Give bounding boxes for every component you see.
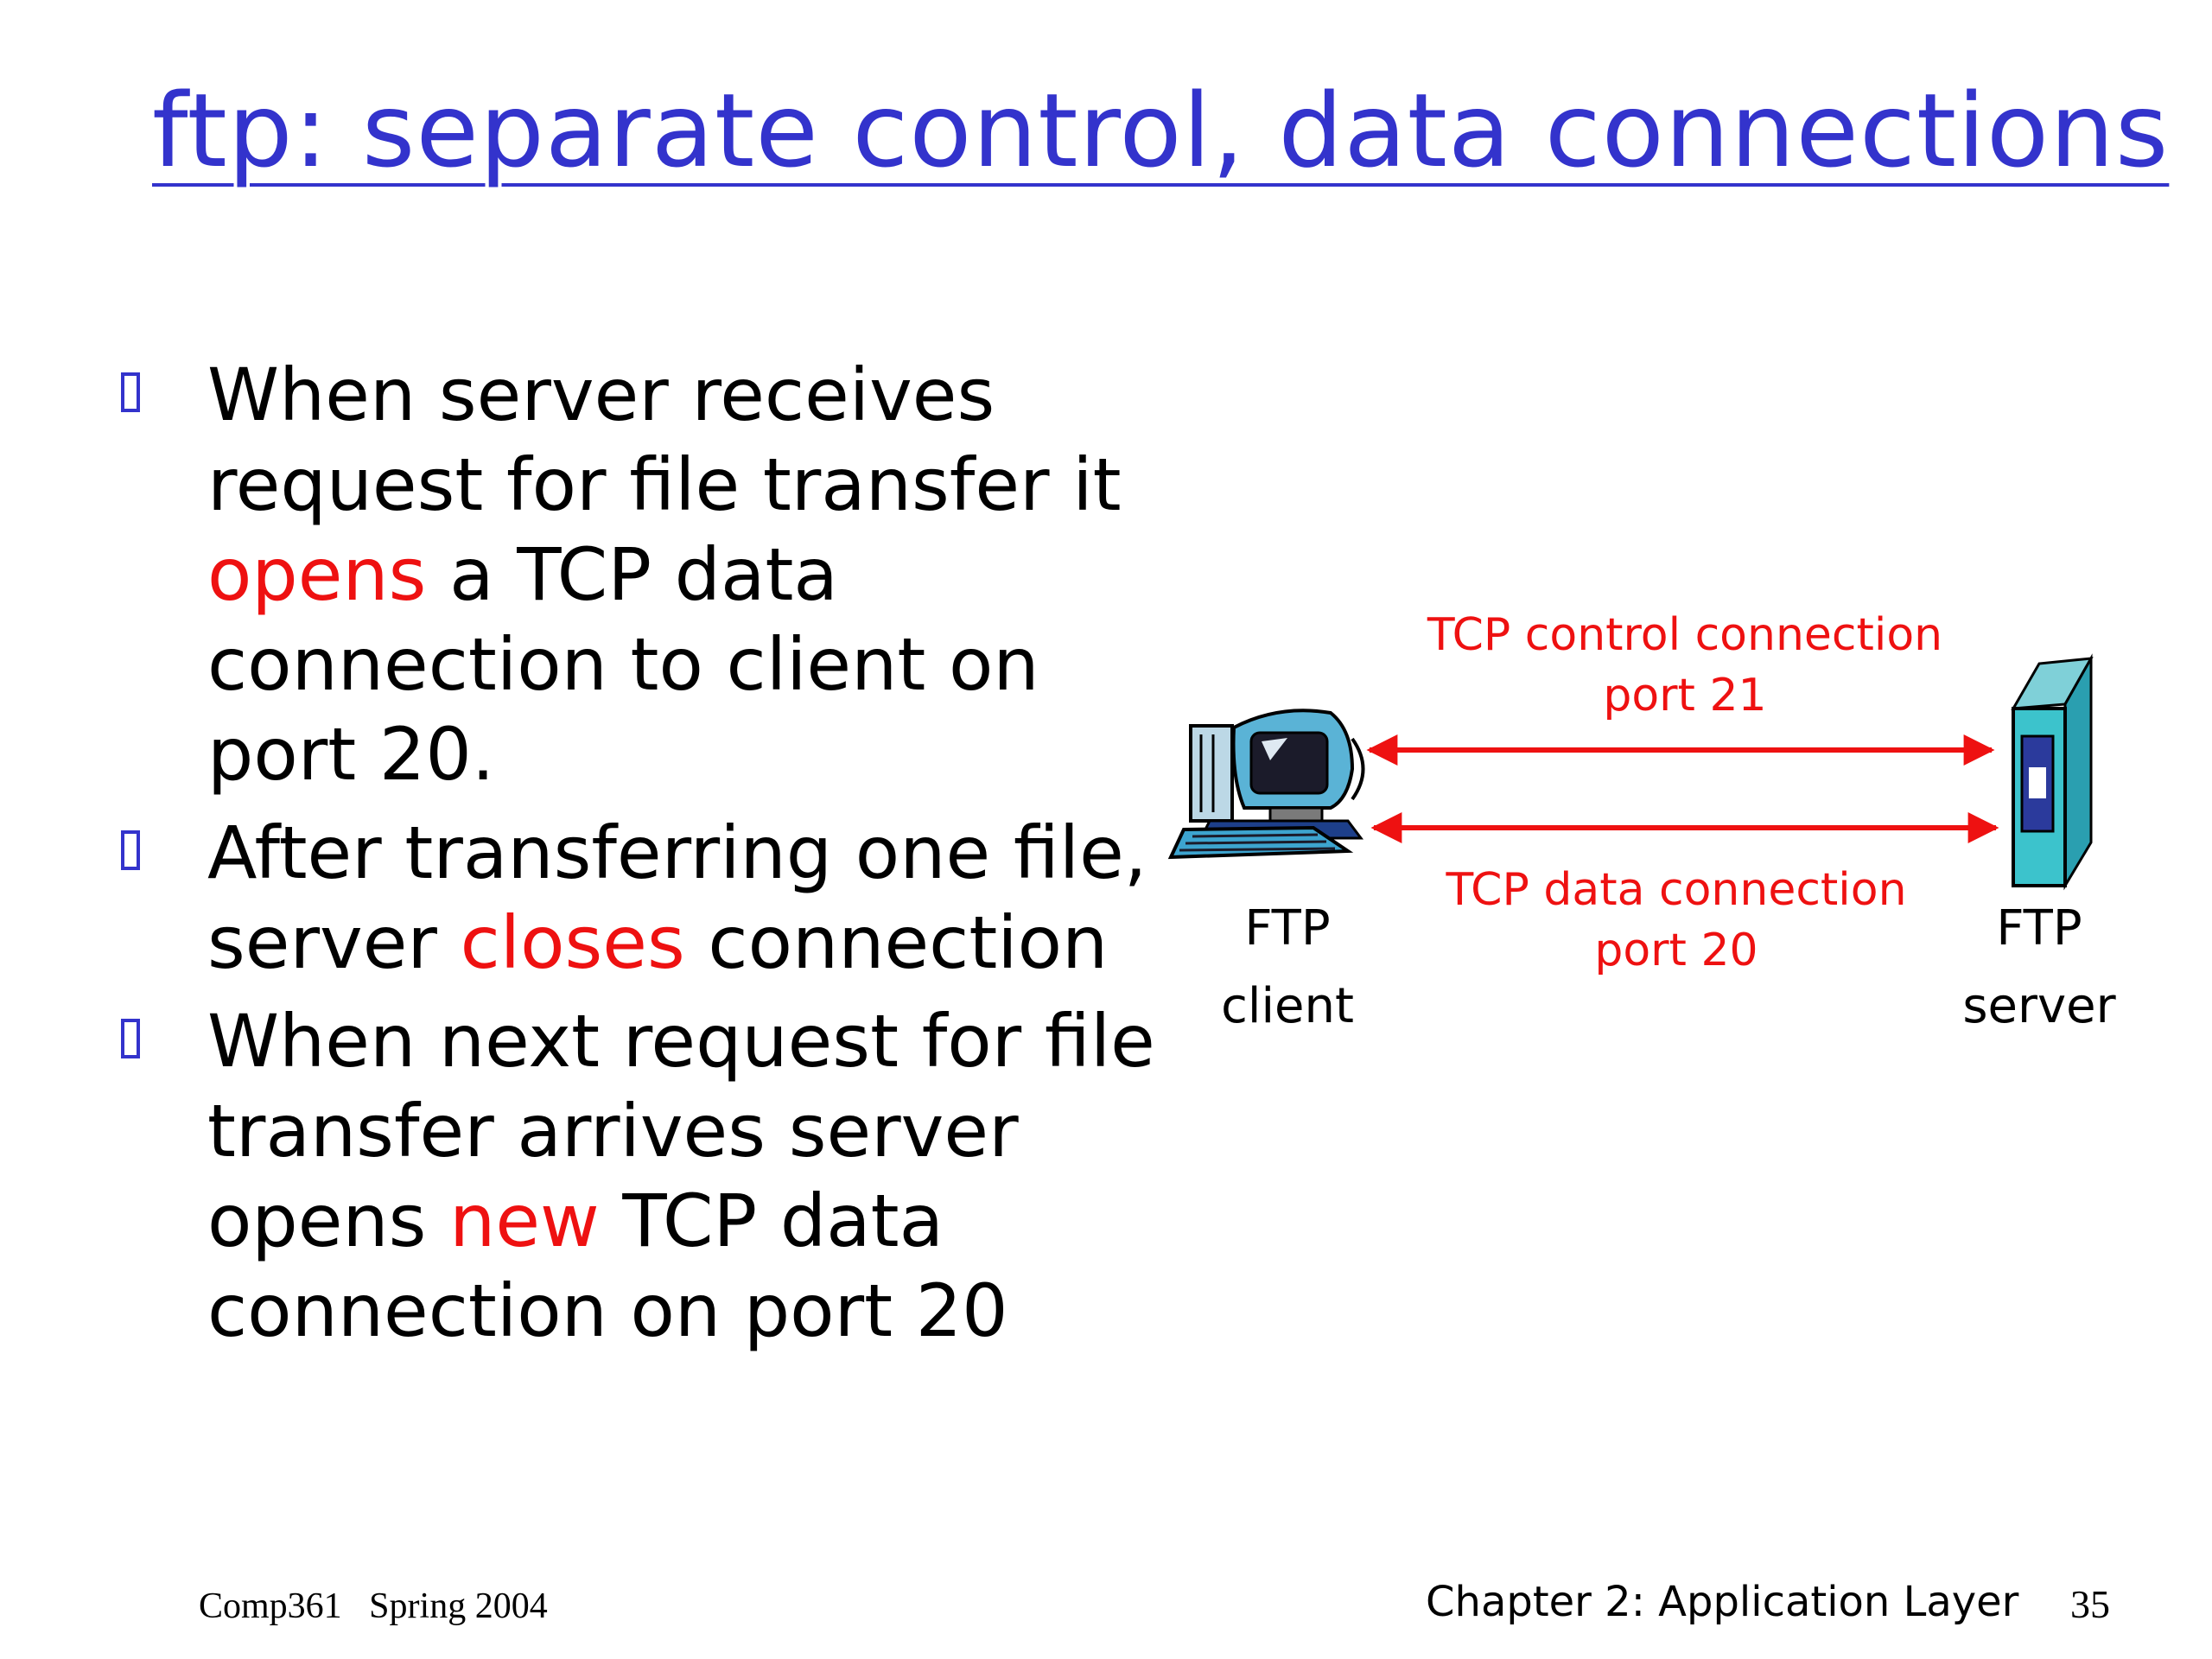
client-label-line2: client — [1221, 978, 1354, 1034]
bullet-text: When next request for file transfer arri… — [207, 999, 1155, 1263]
server-label-line1: FTP — [1996, 900, 2082, 957]
bullet-item: When server receives request for file tr… — [121, 350, 1192, 799]
bullet-text: After transferring one file, server — [207, 810, 1147, 985]
data-label-line1: TCP data connection — [1446, 864, 1907, 916]
bullet-list: When server receives request for file tr… — [121, 350, 1192, 1356]
control-connection-label: TCP control connection port 21 — [1400, 605, 1970, 726]
bullet-marker-icon — [121, 372, 140, 412]
client-label: FTP client — [1184, 890, 1391, 1046]
chapter-footer: Chapter 2: Application Layer — [1426, 1578, 2019, 1626]
server-label: FTP server — [1927, 890, 2152, 1046]
client-label-line1: FTP — [1244, 900, 1331, 957]
bullet-text: When server receives request for file tr… — [207, 353, 1122, 527]
bullet-highlight: opens — [207, 532, 427, 617]
data-label-line2: port 20 — [1594, 925, 1758, 976]
computer-icon — [1167, 709, 1365, 860]
data-connection-label: TCP data connection port 20 — [1400, 860, 1953, 981]
bullet-text: a TCP data connection to client on port … — [207, 532, 1039, 797]
page-number: 35 — [2070, 1582, 2110, 1626]
bullet-marker-icon — [121, 1019, 140, 1058]
control-label-line2: port 21 — [1603, 670, 1767, 721]
server-tower-icon — [2011, 653, 2094, 891]
bullet-marker-icon — [121, 830, 140, 870]
bullet-text: connection — [684, 900, 1109, 985]
server-label-line2: server — [1962, 978, 2116, 1034]
bullet-highlight: closes — [460, 900, 685, 985]
control-label-line1: TCP control connection — [1427, 609, 1943, 661]
bullet-item: After transferring one file, server clos… — [121, 808, 1192, 988]
bullet-item: When next request for file transfer arri… — [121, 996, 1192, 1356]
bullet-highlight: new — [449, 1179, 600, 1263]
bullet-text: TCP data connection on port 20 — [207, 1179, 1008, 1353]
slide-title: ftp: separate control, data connections — [152, 71, 2170, 190]
course-footer: Comp361 Spring 2004 — [199, 1586, 548, 1626]
